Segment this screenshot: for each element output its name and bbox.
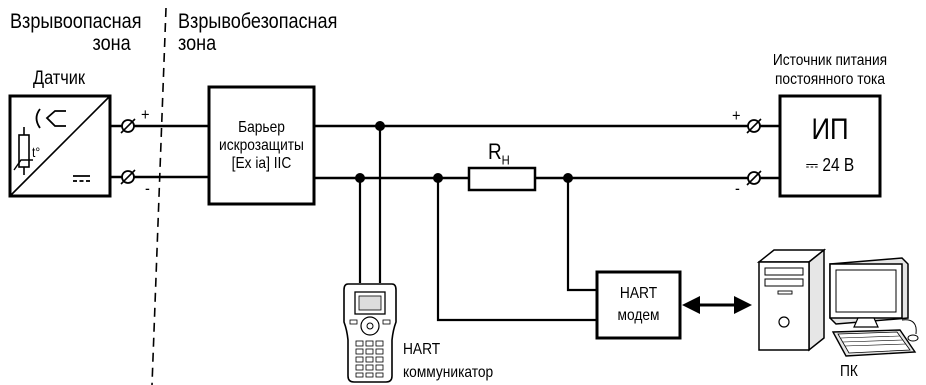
hart-communicator-icon <box>343 283 397 383</box>
sensor-function-icon <box>35 108 66 129</box>
zone-boundary-line <box>151 7 167 385</box>
hart-modem-label: HART модем <box>617 285 660 324</box>
resistor-label: RН <box>488 139 510 168</box>
pc-label: ПК <box>840 363 858 380</box>
barrier-block <box>207 85 316 206</box>
power-supply-voltage: ⎓ 24 В <box>805 155 855 175</box>
pc-icon <box>756 248 919 357</box>
hazardous-zone-label: Взрывоопасная зона <box>10 10 142 56</box>
power-supply-terminals <box>746 118 780 186</box>
power-supply-title: ИП <box>811 113 849 146</box>
supply-plus-label: + <box>732 106 741 125</box>
safe-zone-label: Взрывобезопасная зона <box>178 10 338 56</box>
hart-communicator-label: HART коммуникатор <box>403 341 494 382</box>
sensor-block <box>8 94 112 198</box>
sensor-plus-label: + <box>141 105 150 124</box>
sensor-title: Датчик <box>33 68 86 89</box>
barrier-label: Барьер искрозащиты [Ex ia] IIC <box>219 119 304 172</box>
thermistor-icon <box>13 127 33 175</box>
temperature-symbol: t° <box>32 144 41 160</box>
supply-minus-label: - <box>735 179 740 198</box>
power-supply-caption: Источник питания постоянного тока <box>772 52 888 89</box>
hart-modem-block <box>595 270 682 340</box>
power-supply-block <box>778 94 882 198</box>
sensor-terminals <box>110 118 136 185</box>
load-resistor <box>467 166 537 192</box>
bidirectional-arrow-icon <box>682 296 752 314</box>
sensor-minus-label: - <box>145 179 150 198</box>
dc-symbol-icon <box>73 175 90 182</box>
